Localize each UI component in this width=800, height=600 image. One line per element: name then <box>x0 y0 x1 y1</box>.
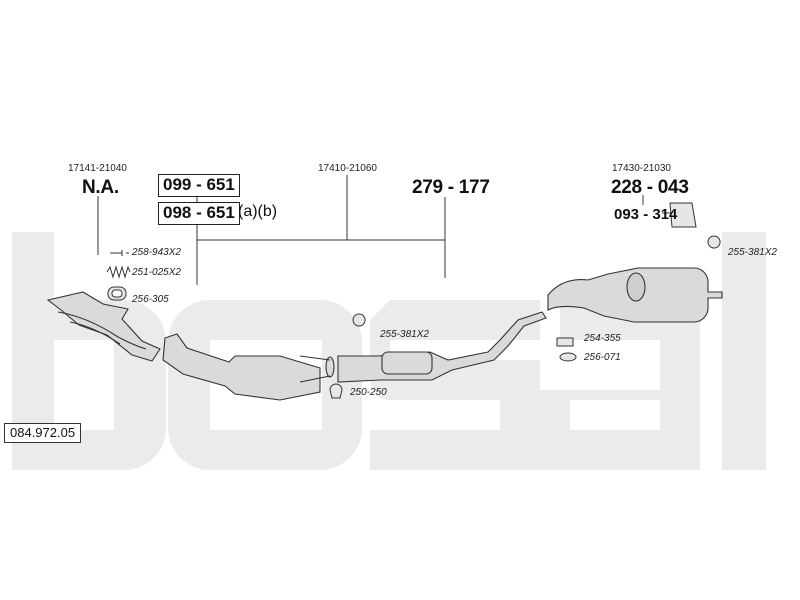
acc-gasket-manifold: 256-305 <box>132 294 169 305</box>
spring-icon <box>106 265 131 279</box>
rubber-mount-icon <box>352 313 366 327</box>
bolt-icon <box>110 250 129 256</box>
oem-manifold: 17141-21040 <box>68 163 127 174</box>
rear-clamp-icon <box>556 337 574 347</box>
acc-ring-rear: 256-071 <box>584 352 621 363</box>
part-manifold: N.A. <box>82 177 119 198</box>
center-pipe-shape <box>337 311 547 383</box>
catalyst-shape <box>162 333 335 401</box>
bracket-icon <box>669 202 697 228</box>
part-cat-2-suffix: (a)(b) <box>238 203 278 220</box>
oem-center: 17410-21060 <box>318 163 377 174</box>
part-cat-2: 098 - 651 <box>158 202 240 225</box>
oem-rear: 17430-21030 <box>612 163 671 174</box>
acc-clamp-rear: 254-355 <box>584 333 621 344</box>
manifold-shape <box>46 291 161 362</box>
acc-clamp: 250-250 <box>350 387 387 398</box>
part-bracket: 093 - 314 <box>614 206 678 223</box>
part-rear-box: 228 - 043 <box>611 177 689 198</box>
acc-spring: 251-025X2 <box>132 267 181 278</box>
diagram-reference: 084.972.05 <box>4 423 82 444</box>
acc-rubber-rear: 255-381X2 <box>728 247 777 258</box>
part-cat-1: 099 - 651 <box>158 174 240 197</box>
acc-bolt: 258-943X2 <box>132 247 181 258</box>
rear-rubber-icon <box>707 235 721 249</box>
ring-icon <box>559 352 577 362</box>
part-center-pipe: 279 - 177 <box>412 177 490 198</box>
acc-rubber-center: 255-381X2 <box>380 329 429 340</box>
rear-silencer-shape <box>547 267 723 323</box>
clamp-icon <box>329 383 343 399</box>
